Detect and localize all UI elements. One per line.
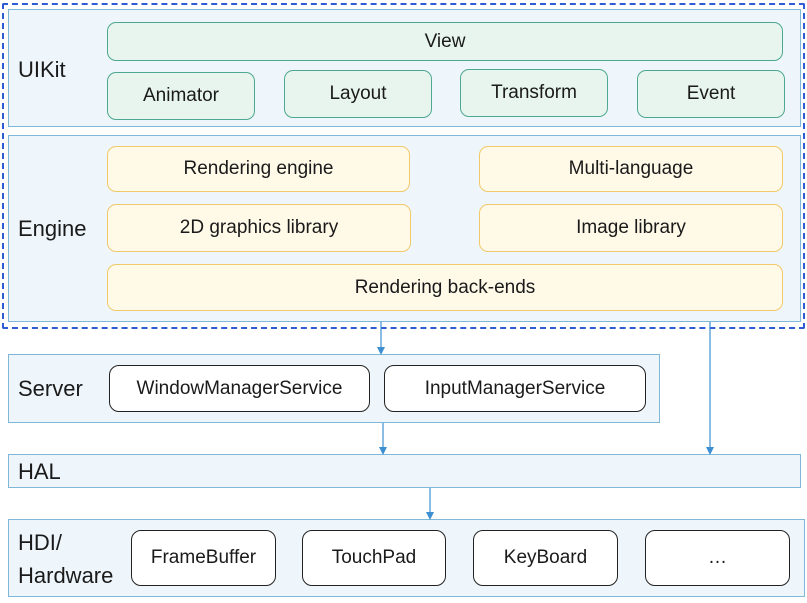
hal-layer [8, 454, 801, 488]
server-layer-label: Server [18, 376, 83, 401]
animator-box: Animator [107, 72, 255, 120]
event-box: Event [637, 70, 785, 118]
window-manager-service-box: WindowManagerService [109, 365, 370, 412]
hdi-layer-label-line2: Hardware [18, 563, 114, 588]
keyboard-box: KeyBoard [473, 530, 618, 586]
2d-graphics-library-box: 2D graphics library [107, 204, 411, 252]
rendering-back-ends-box: Rendering back-ends [107, 264, 783, 311]
view-box: View [107, 22, 783, 61]
uikit-layer-label: UIKit [18, 57, 66, 82]
layout-box: Layout [284, 70, 432, 118]
hal-layer-label: HAL [18, 459, 61, 484]
touchpad-box: TouchPad [302, 530, 446, 586]
multi-language-box: Multi-language [479, 146, 783, 192]
hdi-layer-label-line1: HDI/ [18, 530, 62, 555]
rendering-engine-box: Rendering engine [107, 146, 410, 192]
framebuffer-box: FrameBuffer [131, 530, 276, 586]
more-hardware-box: … [645, 530, 790, 586]
input-manager-service-box: InputManagerService [384, 365, 646, 412]
engine-layer-label: Engine [18, 216, 87, 241]
image-library-box: Image library [479, 204, 783, 252]
transform-box: Transform [460, 69, 608, 117]
ui-framework-dashed-frame [2, 3, 805, 329]
